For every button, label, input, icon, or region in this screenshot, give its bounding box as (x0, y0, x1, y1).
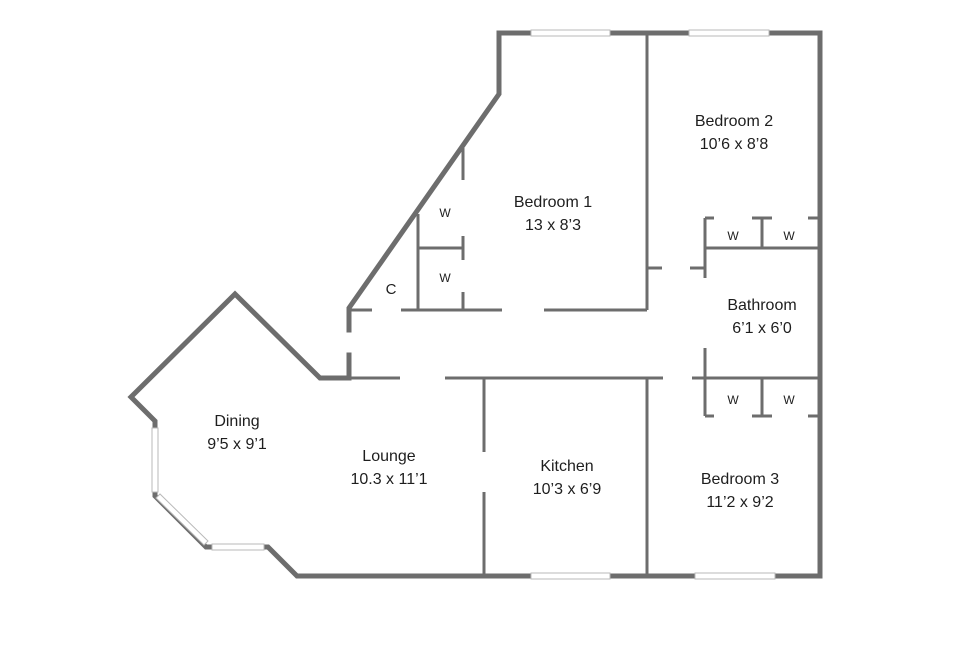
bathroom-size: 6’1 x 6’0 (732, 320, 792, 337)
bedroom3-size: 11’2 x 9’2 (706, 494, 773, 511)
lounge-size: 10.3 x 11’1 (350, 471, 427, 488)
window-dining-left (151, 427, 159, 493)
windows (151, 29, 776, 580)
wardrobe-b3-left-label: W (727, 393, 739, 407)
bedroom1-size: 13 x 8’3 (525, 217, 581, 234)
bedroom3-name: Bedroom 3 (701, 471, 779, 488)
wardrobe-b1-lower-label: W (439, 271, 451, 285)
wardrobe-b1-upper-label: W (439, 206, 451, 220)
kitchen-name: Kitchen (540, 458, 593, 475)
bedroom1-name: Bedroom 1 (514, 194, 592, 211)
wardrobe-b2-left-label: W (727, 229, 739, 243)
wardrobe-b3-right-label: W (783, 393, 795, 407)
window-bedroom1 (530, 29, 611, 37)
bedroom2-size: 10’6 x 8’8 (700, 136, 769, 153)
closet-labels: W W C W W W W (386, 206, 796, 407)
bedroom2-name: Bedroom 2 (695, 113, 773, 130)
window-kitchen (530, 572, 611, 580)
cupboard-label: C (386, 281, 397, 298)
window-dining-bottom (211, 543, 265, 551)
wardrobe-b2-right-label: W (783, 229, 795, 243)
window-bedroom2 (688, 29, 770, 37)
lounge-name: Lounge (362, 448, 415, 465)
kitchen-size: 10’3 x 6’9 (533, 481, 602, 498)
dining-size: 9’5 x 9’1 (207, 436, 267, 453)
window-dining-diagonal (155, 493, 209, 546)
dining-name: Dining (214, 413, 259, 430)
interior-walls (349, 33, 820, 576)
bathroom-name: Bathroom (727, 297, 796, 314)
window-bedroom3 (694, 572, 776, 580)
room-labels: Bedroom 1 13 x 8’3 Bedroom 2 10’6 x 8’8 … (207, 113, 796, 511)
